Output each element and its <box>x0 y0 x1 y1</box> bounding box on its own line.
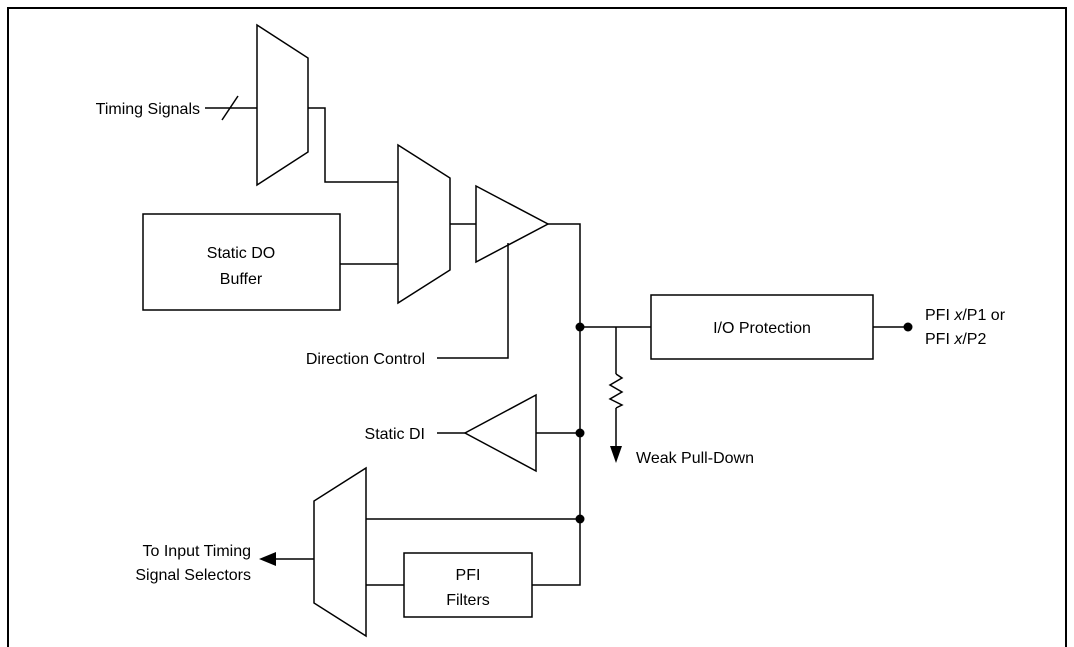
junction-dot-input-mux <box>575 514 585 524</box>
static-do-buffer-box <box>142 213 341 311</box>
mux1-to-mux2-wire <box>308 107 398 183</box>
static-di-label: Static DI <box>365 426 425 443</box>
io-protection-box <box>650 294 874 360</box>
input-select-mux <box>313 466 367 638</box>
pfi-pin-terminal <box>903 322 913 332</box>
pfi-filters-box <box>403 552 533 618</box>
pfi-filters-label-line1: PFI <box>456 567 481 584</box>
output-select-mux <box>397 143 451 305</box>
pull-down-resistor-icon <box>608 373 624 409</box>
to-input-timing-label-line2: Signal Selectors <box>135 567 251 584</box>
direction-control-wire <box>437 243 509 359</box>
junction-dot-static-di <box>575 428 585 438</box>
to-input-timing-label-line1: To Input Timing <box>143 543 252 560</box>
junction-dot-io <box>575 322 585 332</box>
weak-pull-down-label: Weak Pull-Down <box>636 450 754 467</box>
driver-output-wire <box>532 223 581 586</box>
ground-arrow-icon <box>610 446 622 463</box>
static-di-buffer <box>463 393 537 473</box>
pfi-output-label-line1: PFI x/P1 or <box>925 307 1006 324</box>
io-protection-label: I/O Protection <box>713 320 811 337</box>
static-do-buffer-label-line1: Static DO <box>207 245 275 262</box>
diagram-frame <box>7 7 1067 647</box>
static-do-buffer-label-line2: Buffer <box>220 271 263 288</box>
timing-signals-label: Timing Signals <box>96 101 200 118</box>
pfi-output-label-line2: PFI x/P2 <box>925 331 986 348</box>
bus-slash <box>221 95 239 121</box>
pfi-filters-label-line2: Filters <box>446 592 490 609</box>
timing-mux <box>256 23 309 187</box>
output-driver-buffer <box>475 184 550 264</box>
output-arrow-icon <box>259 552 276 566</box>
direction-control-label: Direction Control <box>306 351 425 368</box>
